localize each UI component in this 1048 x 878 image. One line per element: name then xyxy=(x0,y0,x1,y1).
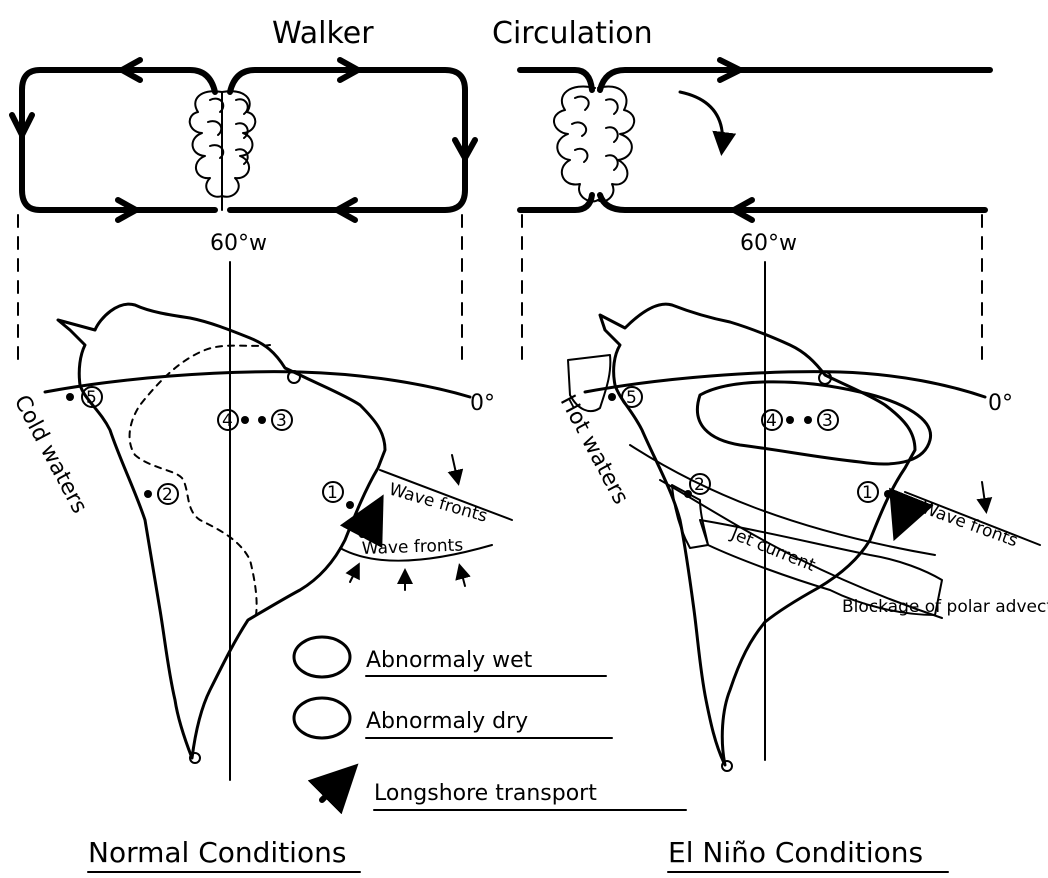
el-nino-jet-current-line-top xyxy=(630,445,935,555)
normal-site-1: 1 xyxy=(323,482,354,509)
normal-site-4-label: 4 xyxy=(222,411,233,431)
el-nino-site-5: 5 xyxy=(608,387,642,408)
legend-item-dry: Abnormaly dry xyxy=(294,698,612,738)
el-nino-site-4: 4 xyxy=(762,410,794,431)
normal-wave-fronts-label-1: Wave fronts xyxy=(387,480,490,527)
legend-dry-swatch xyxy=(294,698,350,738)
el-nino-convection-cloud xyxy=(554,87,634,202)
el-nino-site-3: 3 xyxy=(804,410,838,431)
el-nino-walker-cells xyxy=(520,60,990,220)
el-nino-longshore-arrow xyxy=(898,505,908,530)
legend: Abnormaly wet Abnormaly dry Longshore tr… xyxy=(294,637,686,810)
el-nino-coast-label: Hot waters xyxy=(555,391,633,508)
el-nino-blockage-text: Blockage of polar advections xyxy=(842,597,1048,617)
el-nino-equator xyxy=(585,372,985,397)
legend-longshore-arrow xyxy=(322,772,350,800)
el-nino-jet-label: Jet current xyxy=(727,524,818,576)
normal-site-2: 2 xyxy=(144,484,178,505)
title-circulation: Circulation xyxy=(492,16,653,51)
el-nino-dry-region xyxy=(697,382,930,464)
el-nino-site-3-label: 3 xyxy=(822,411,833,431)
normal-site-4: 4 xyxy=(218,410,249,431)
el-nino-meridian-label: 60°w xyxy=(740,231,797,256)
normal-site-3: 3 xyxy=(258,410,292,431)
legend-longshore-label: Longshore transport xyxy=(374,781,597,806)
normal-site-1-label: 1 xyxy=(327,483,338,503)
normal-south-america-map: 0° 5 4 3 2 1 Cold waters xyxy=(9,304,512,763)
normal-meridian-label: 60°w xyxy=(210,231,267,256)
normal-site-3-label: 3 xyxy=(276,411,287,431)
el-nino-site-2-label: 2 xyxy=(694,475,705,495)
el-nino-blockage-label: Blockage of polar advections xyxy=(842,597,1048,617)
normal-site-2-label: 2 xyxy=(162,485,173,505)
el-nino-caption: El Niño Conditions xyxy=(668,836,923,869)
normal-equator xyxy=(45,372,470,397)
normal-site-5: 5 xyxy=(66,387,102,408)
legend-wet-label: Abnormaly wet xyxy=(366,648,533,673)
legend-item-wet: Abnormaly wet xyxy=(294,637,606,677)
normal-walker-cells xyxy=(12,60,475,220)
normal-andes-divide xyxy=(130,345,270,615)
normal-equator-label: 0° xyxy=(470,391,495,416)
el-nino-south-america-map: 0° Jet current 5 4 3 2 1 xyxy=(555,304,1048,771)
el-nino-site-4-label: 4 xyxy=(766,411,777,431)
el-nino-site-1-label: 1 xyxy=(862,483,873,503)
legend-wet-swatch xyxy=(294,637,350,677)
normal-coast-label: Cold waters xyxy=(9,391,92,518)
el-nino-equator-label: 0° xyxy=(988,391,1013,416)
el-nino-wave-fronts-label: Wave fronts xyxy=(918,498,1020,552)
el-nino-site-5-label: 5 xyxy=(626,388,637,408)
normal-longshore-arrow xyxy=(362,505,378,535)
normal-site-5-label: 5 xyxy=(86,388,97,408)
normal-wave-fronts-label-2: Wave fronts xyxy=(361,535,463,559)
el-nino-cape-horn xyxy=(722,761,732,771)
title-walker: Walker xyxy=(272,16,374,51)
normal-caption: Normal Conditions xyxy=(88,836,346,869)
legend-item-longshore: Longshore transport xyxy=(322,772,686,810)
guide-lines xyxy=(18,215,982,368)
normal-convection-cloud xyxy=(190,91,256,210)
legend-dry-label: Abnormaly dry xyxy=(366,709,528,734)
